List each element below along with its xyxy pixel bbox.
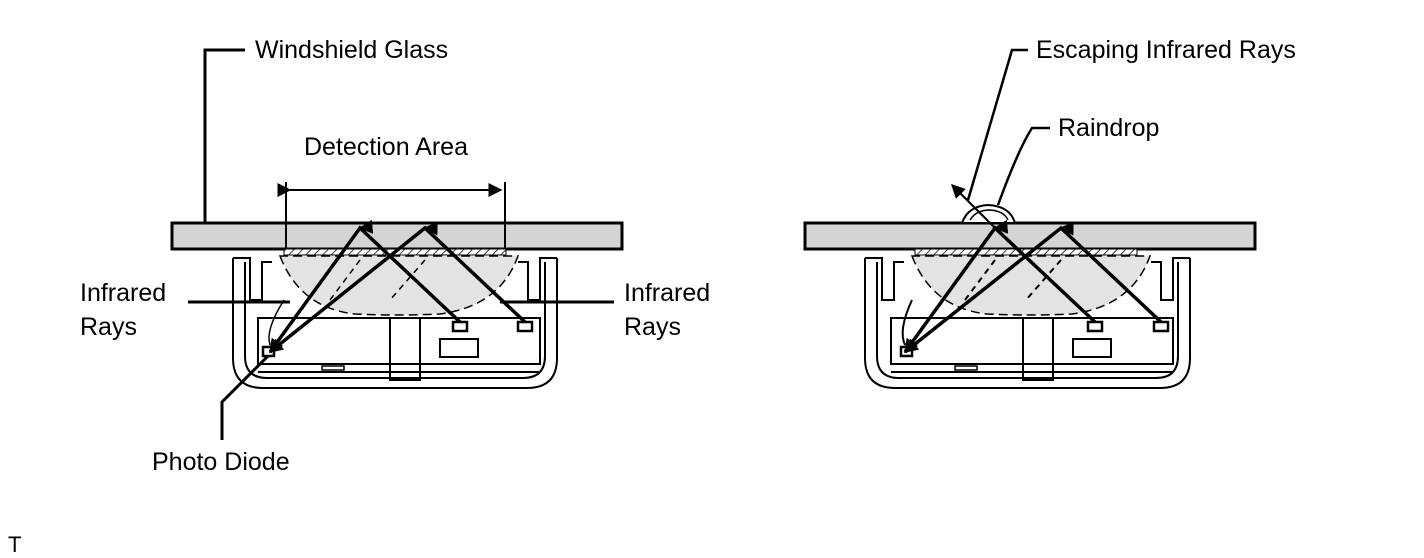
ray-guides-left (268, 259, 426, 346)
raindrop-label: Raindrop (1058, 114, 1159, 142)
raindrop-leader (996, 126, 1050, 206)
infrared-label-left-line2: Rays (80, 313, 137, 341)
left-panel: Detection Area Windshield Glass Infrared… (80, 36, 710, 476)
right-panel: Escaping Infrared Rays Raindrop (803, 36, 1296, 389)
led-emitter-4 (1152, 320, 1170, 333)
windshield-glass-right (803, 221, 1257, 251)
detection-area-dimension (277, 182, 506, 249)
infrared-label-left-line1: Infrared (80, 279, 166, 307)
led-emitter-3 (1086, 320, 1104, 333)
infrared-label-right-line1: Infrared (624, 279, 710, 307)
escaping-rays-leader (966, 48, 1028, 201)
infrared-rays-left (268, 219, 527, 354)
windshield-glass-left (170, 221, 624, 251)
infrared-label-right-line2: Rays (624, 313, 681, 341)
prism-lens-right (910, 255, 1152, 316)
led-emitter-2 (516, 320, 534, 333)
escaping-infrared-rays-label: Escaping Infrared Rays (1036, 36, 1296, 64)
windshield-leader (203, 48, 245, 223)
windshield-glass-label: Windshield Glass (255, 36, 448, 64)
escaping-rays (901, 184, 1062, 346)
detection-area-label: Detection Area (304, 133, 468, 161)
sensor-housing-left (232, 257, 558, 389)
photo-diode-label: Photo Diode (152, 448, 290, 476)
led-emitter-1 (451, 320, 469, 333)
photo-diode-leader (220, 354, 270, 440)
corner-mark: T (8, 532, 21, 557)
